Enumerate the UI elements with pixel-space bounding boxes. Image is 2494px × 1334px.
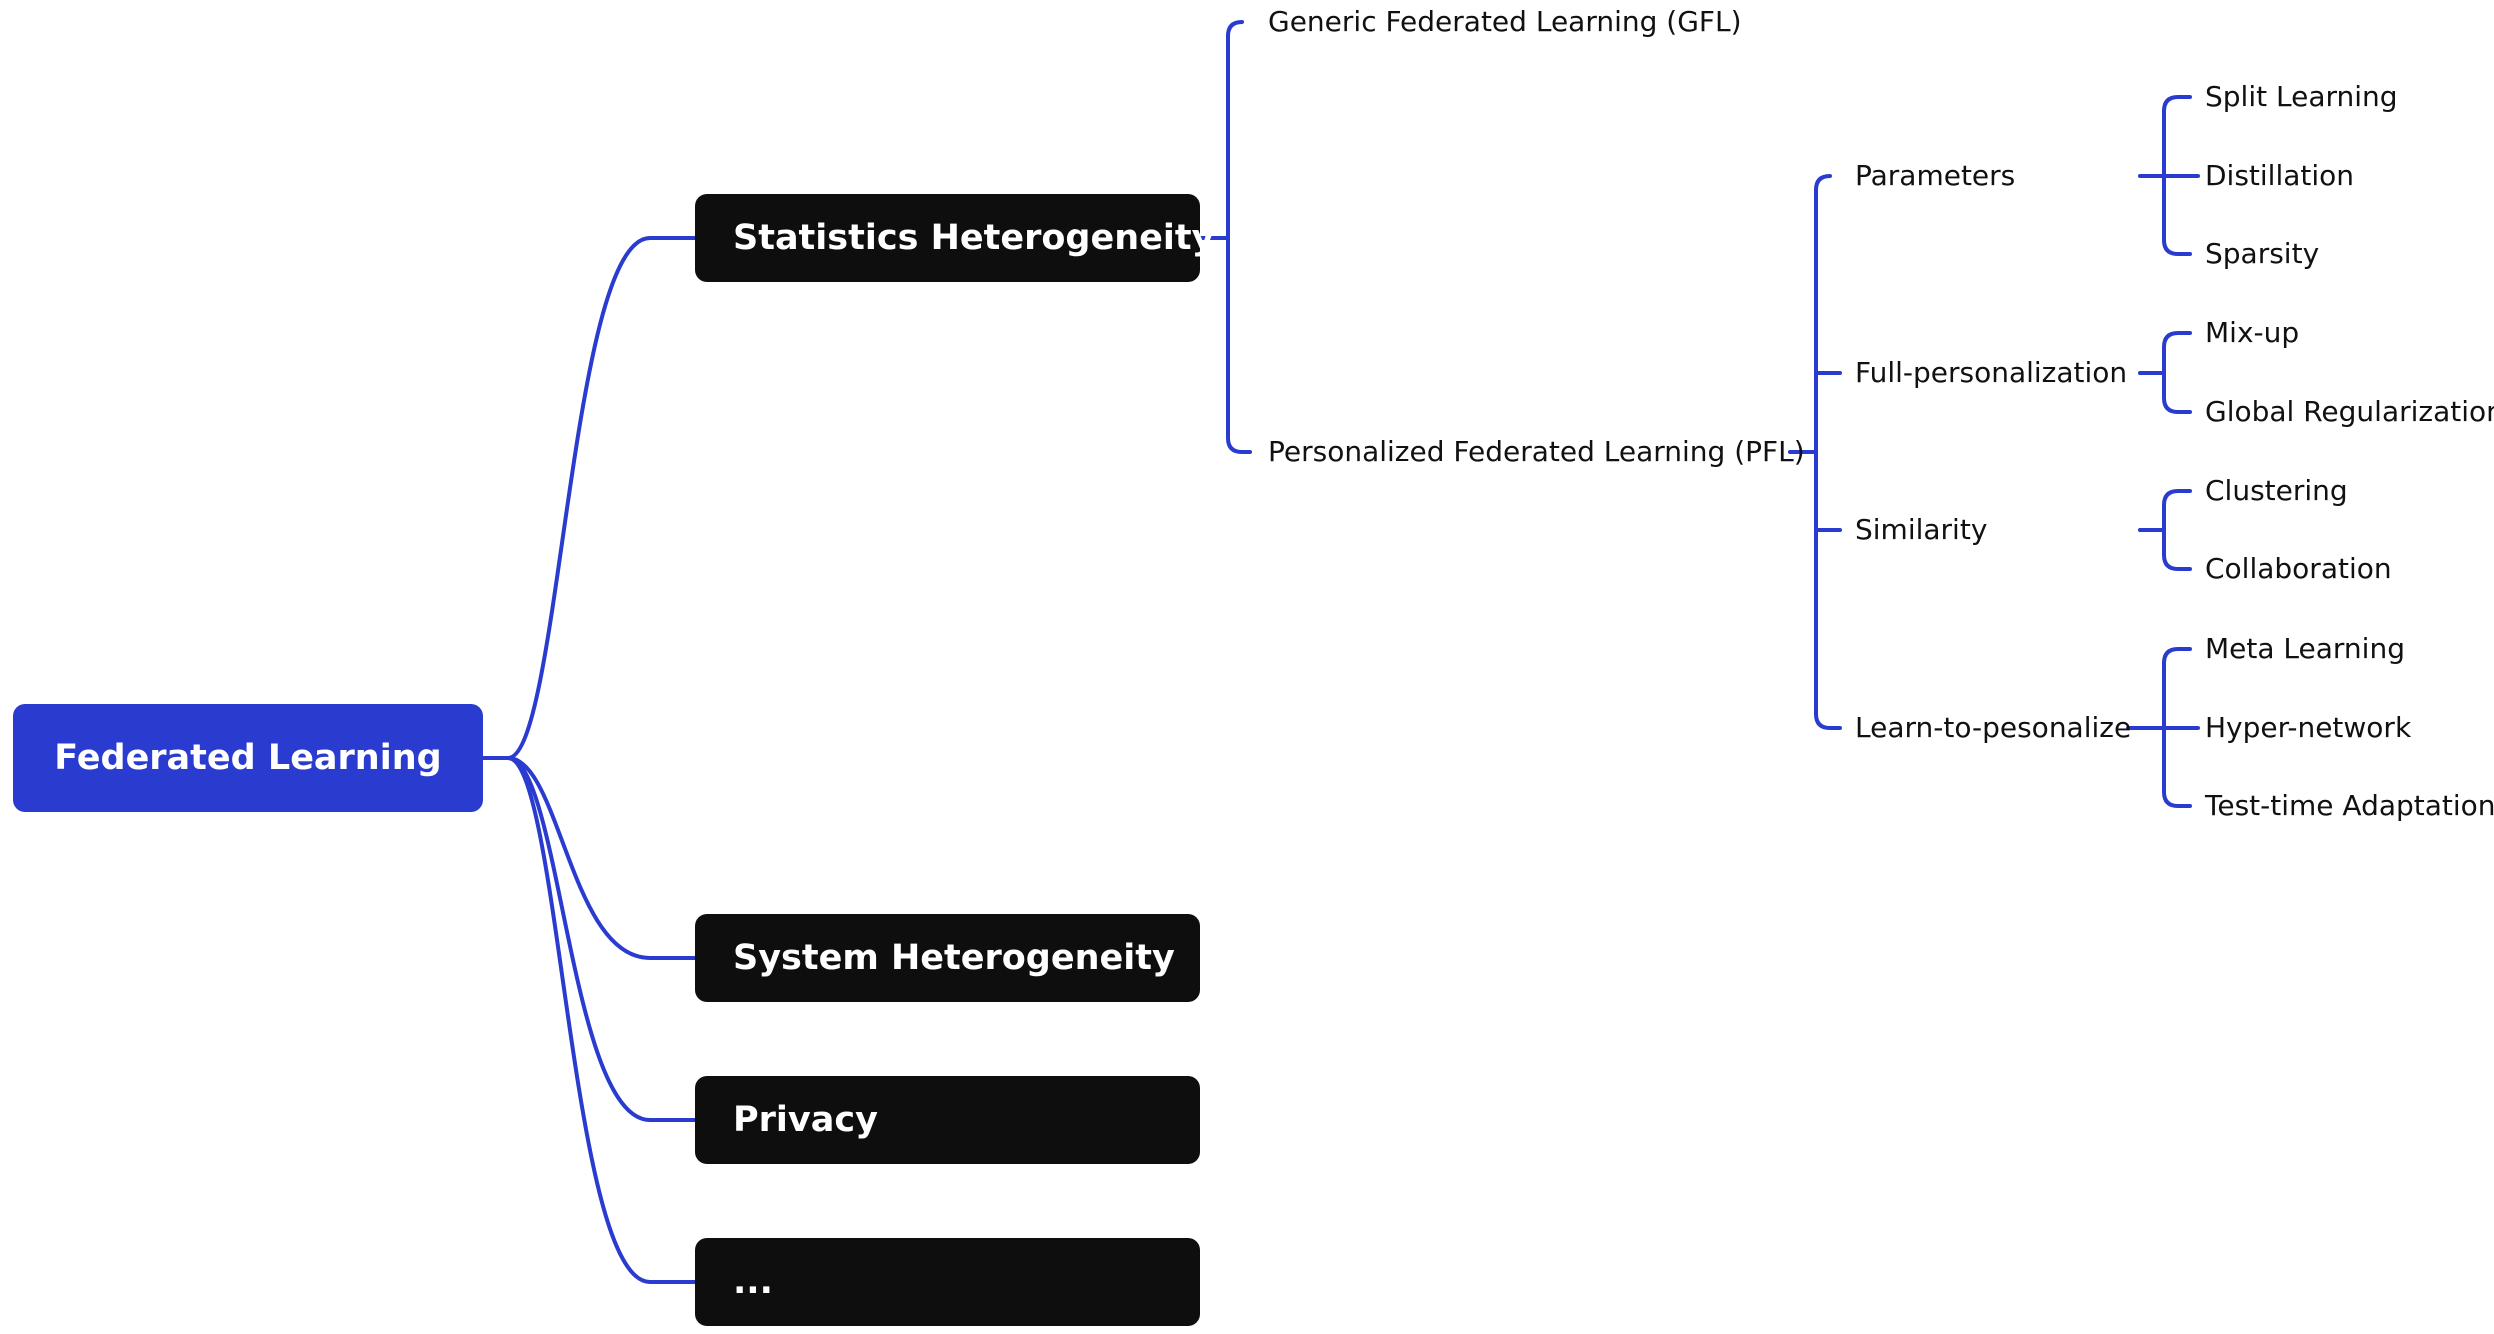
connector-learn-to-personalize-children: [2126, 647, 2200, 808]
node-split-learning: Split Learning: [2205, 80, 2398, 113]
connector-parameters-children: [2138, 95, 2200, 256]
branch-node-system-heterogeneity: System Heterogeneity: [695, 914, 1200, 1002]
branch-node-statistics-heterogeneity: Statistics Heterogeneity: [695, 194, 1214, 282]
connector-root-more: [506, 756, 697, 1284]
node-distillation: Distillation: [2205, 159, 2355, 192]
node-test-time-adaptation: Test-time Adaptation: [2205, 789, 2494, 822]
connector-full-personalization-children: [2138, 331, 2192, 414]
branch-node-label: Privacy: [733, 1100, 878, 1140]
node-hyper-network: Hyper-network: [2205, 711, 2412, 744]
branch-node-label: ...: [733, 1262, 773, 1302]
node-mix-up: Mix-up: [2205, 316, 2300, 349]
node-full-personalization: Full-personalization: [1855, 356, 2128, 389]
branch-node-privacy: Privacy: [695, 1076, 1200, 1164]
branch-node-more: ...: [695, 1238, 1200, 1326]
node-similarity: Similarity: [1855, 513, 1988, 546]
node-global-regularization: Global Regularization: [2205, 395, 2494, 428]
node-collaboration: Collaboration: [2205, 552, 2392, 585]
root-node-federated-learning: Federated Learning: [13, 704, 483, 812]
node-meta-learning: Meta Learning: [2205, 632, 2405, 665]
node-personalized-federated-learning: Personalized Federated Learning (PFL): [1268, 435, 1805, 468]
node-learn-to-pesonalize: Learn-to-pesonalize: [1855, 711, 2132, 744]
root-node-label: Federated Learning: [54, 738, 442, 778]
branch-node-label: System Heterogeneity: [733, 938, 1175, 978]
connector-root-statistics: [481, 236, 697, 760]
branch-node-label: Statistics Heterogeneity: [733, 218, 1215, 258]
connector-pfl-children: [1788, 174, 1842, 730]
connector-statistics-children: [1198, 20, 1252, 454]
node-generic-federated-learning: Generic Federated Learning (GFL): [1268, 5, 1742, 38]
connector-root-system: [506, 756, 697, 960]
node-parameters: Parameters: [1855, 159, 2016, 192]
node-clustering: Clustering: [2205, 474, 2348, 507]
connector-similarity-children: [2138, 489, 2192, 571]
node-sparsity: Sparsity: [2205, 237, 2320, 270]
connector-root-privacy: [506, 756, 697, 1122]
